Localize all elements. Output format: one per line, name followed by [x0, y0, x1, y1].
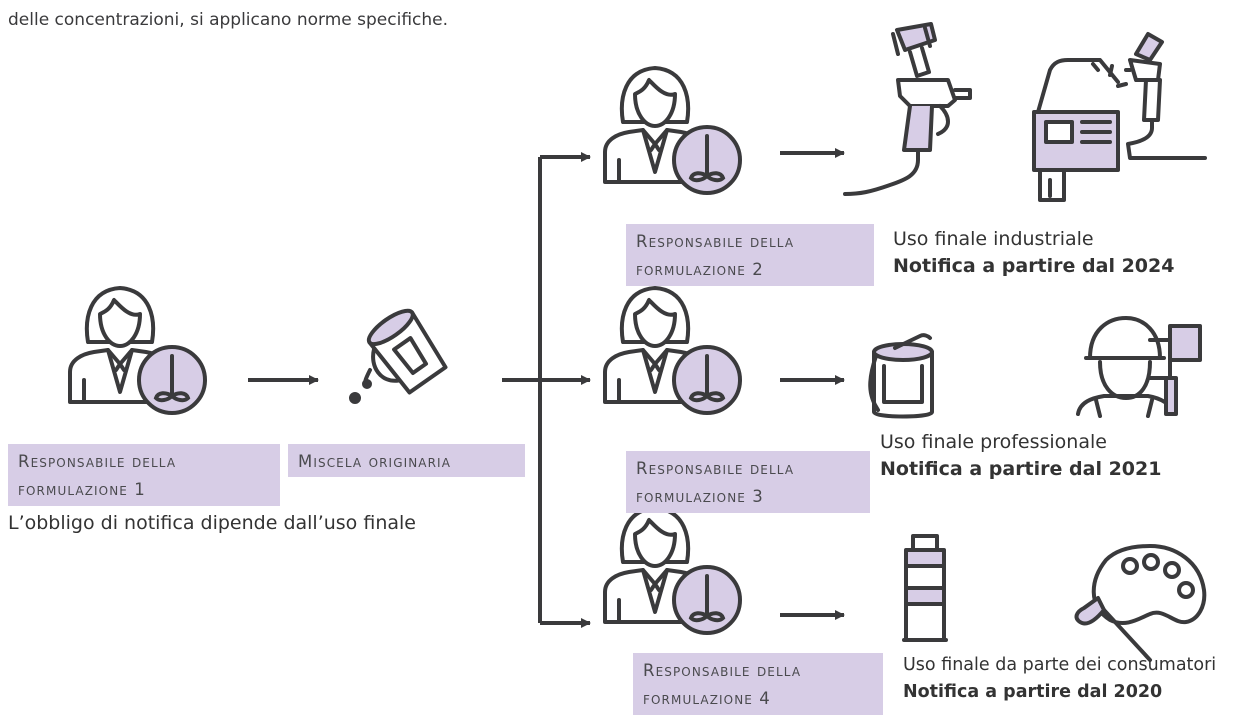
label-formulator-3: Responsabile della formulazione 3: [626, 451, 870, 513]
notification-note: L’obbligo di notifica dipende dall’uso f…: [8, 512, 416, 534]
label-formulator-2-line2: formulazione 2: [636, 260, 764, 279]
paint-can-icon: [868, 333, 934, 419]
formulator-1-icon: [68, 286, 207, 415]
end-use-professional-deadline: Notifica a partire dal 2021: [880, 458, 1162, 480]
end-use-industrial-deadline: Notifica a partire dal 2024: [893, 255, 1175, 277]
intro-text: delle concentrazioni, si applicano norme…: [8, 10, 449, 30]
formulator-4-icon: [603, 506, 742, 635]
label-formulator-1: Responsabile della formulazione 1: [8, 444, 280, 506]
label-formulator-1-line2: formulazione 1: [18, 480, 146, 499]
label-formulator-1-line1: Responsabile della: [18, 452, 177, 471]
end-use-professional-name: Uso finale professionale: [880, 431, 1107, 453]
end-use-consumer-deadline: Notifica a partire dal 2020: [903, 682, 1163, 702]
label-formulator-2: Responsabile della formulazione 2: [626, 224, 874, 286]
label-formulator-2-line1: Responsabile della: [636, 232, 795, 251]
paint-bucket-icon: [349, 308, 448, 404]
car-spray-icon: [1032, 32, 1207, 202]
spray-gun-icon: [843, 22, 972, 196]
label-formulator-4: Responsabile della formulazione 4: [633, 653, 883, 715]
formulator-3-icon: [603, 286, 742, 415]
painter-worker-icon: [1076, 316, 1202, 418]
paint-tube-icon: [902, 534, 948, 642]
label-original-mixture: Miscela originaria: [288, 444, 525, 477]
end-use-professional: Uso finale professionale Notifica a part…: [880, 429, 1161, 483]
label-original-mixture-text: Miscela originaria: [298, 452, 451, 471]
palette-icon: [1074, 544, 1207, 662]
label-formulator-3-line1: Responsabile della: [636, 459, 795, 478]
flow-arrows: [248, 148, 845, 628]
label-formulator-3-line2: formulazione 3: [636, 487, 764, 506]
end-use-industrial-name: Uso finale industriale: [893, 228, 1094, 250]
formulator-2-icon: [603, 66, 742, 195]
label-formulator-4-line1: Responsabile della: [643, 661, 802, 680]
label-formulator-4-line2: formulazione 4: [643, 689, 771, 708]
end-use-industrial: Uso finale industriale Notifica a partir…: [893, 226, 1174, 280]
end-use-consumer: Uso finale da parte dei consumatori Noti…: [903, 652, 1216, 706]
end-use-consumer-name: Uso finale da parte dei consumatori: [903, 655, 1217, 675]
